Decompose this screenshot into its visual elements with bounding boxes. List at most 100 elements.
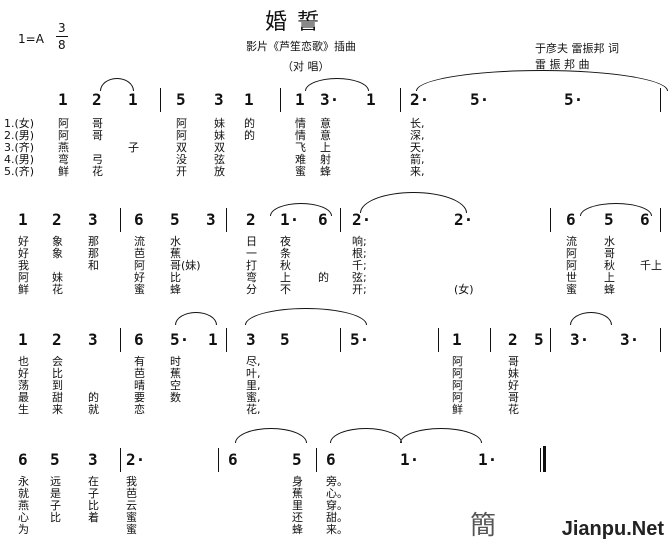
- lyric-syllable: 为: [18, 523, 29, 536]
- lyric-syllable: 阿: [452, 355, 463, 368]
- lyric-syllable: 身: [292, 475, 303, 488]
- lyric-syllable: 哥: [508, 355, 519, 368]
- lyric-syllable: 燕: [58, 141, 69, 154]
- note: 1: [128, 90, 138, 109]
- slur: [570, 312, 612, 325]
- lyric-syllable: 弦: [214, 153, 225, 166]
- lyric-syllable: 妹: [52, 271, 63, 284]
- lyric-syllable: 远: [50, 475, 61, 488]
- lyric-syllable: 弯: [246, 271, 257, 284]
- note: 6: [18, 450, 28, 469]
- lyric-syllable: 响;: [352, 235, 367, 248]
- lyric-syllable: 世: [566, 271, 577, 284]
- lyric-syllable: 条: [280, 247, 291, 260]
- lyric-syllable: 流: [134, 235, 145, 248]
- lyric-syllable: 里: [292, 499, 303, 512]
- lyric-syllable: 意: [320, 129, 331, 142]
- note: 2·: [454, 210, 474, 229]
- lyric-syllable: 象: [52, 247, 63, 260]
- lyric-syllable: 芭: [126, 487, 137, 500]
- slur: [235, 428, 307, 443]
- lyric-syllable: 天,: [410, 141, 425, 154]
- note: 1: [244, 90, 254, 109]
- verse-label-2: 2.(男): [4, 129, 35, 142]
- time-signature-bottom: 8: [58, 38, 66, 52]
- lyric-syllable: 一: [246, 247, 257, 260]
- lyric-syllable: 弦;: [352, 271, 367, 284]
- lyric-syllable: 比: [170, 271, 181, 284]
- note: 1: [452, 330, 462, 349]
- lyric-syllable: 是: [50, 487, 61, 500]
- lyric-syllable: 上: [280, 271, 291, 284]
- lyric-syllable: 阿: [58, 117, 69, 130]
- note: 5·: [470, 90, 490, 109]
- lyric-syllable: 来。: [326, 523, 348, 536]
- lyric-syllable: 哥(妹): [170, 259, 201, 272]
- lyric-syllable: 我: [18, 259, 29, 272]
- bar-line: [226, 208, 227, 232]
- note: 3: [88, 210, 98, 229]
- lyric-syllable: 弓: [92, 153, 103, 166]
- note: 6: [566, 210, 576, 229]
- lyric-syllable: 蜜: [126, 511, 137, 524]
- lyric-syllable: 子: [128, 141, 139, 154]
- note: 6: [318, 210, 328, 229]
- lyric-syllable: 蜂: [292, 523, 303, 536]
- lyric-syllable: 打: [246, 259, 257, 272]
- lyric-syllable: 叶,: [246, 367, 261, 380]
- note: 5: [170, 210, 180, 229]
- lyric-syllable: 阿: [452, 391, 463, 404]
- bar-line: [120, 448, 121, 472]
- lyric-syllable: 阿: [566, 259, 577, 272]
- lyric-syllable: 心。: [326, 487, 348, 500]
- slur: [416, 70, 668, 91]
- lyric-syllable: 情: [295, 117, 306, 130]
- lyric-syllable: 象: [52, 235, 63, 248]
- lyric-syllable: 日: [246, 235, 257, 248]
- lyric-syllable: 哥: [92, 117, 103, 130]
- verse-label-5: 5.(齐): [4, 165, 35, 178]
- bar-line: [340, 328, 341, 352]
- lyric-syllable: 甜: [52, 391, 63, 404]
- note: 1: [58, 90, 68, 109]
- watermark-logo: 簡: [470, 511, 497, 541]
- lyric-syllable: 花: [52, 283, 63, 296]
- bar-line: [340, 208, 341, 232]
- note: 1: [208, 330, 218, 349]
- lyric-syllable: 花: [508, 403, 519, 416]
- lyric-syllable: 旁。: [326, 475, 348, 488]
- time-signature-top: 3: [58, 21, 66, 35]
- note: 2: [92, 90, 102, 109]
- bar-line: [280, 88, 281, 112]
- note: 6: [640, 210, 650, 229]
- note: 2: [52, 330, 62, 349]
- lyric-syllable: 就: [18, 487, 29, 500]
- note: 3: [246, 330, 256, 349]
- lyric-syllable: 的: [244, 129, 255, 142]
- lyric-syllable: 在: [88, 475, 99, 488]
- bar-line: [316, 448, 317, 472]
- lyric-syllable: 妹: [214, 129, 225, 142]
- lyric-syllable: 荡: [18, 379, 29, 392]
- lyric-syllable: 芭: [134, 367, 145, 380]
- slur: [270, 203, 332, 216]
- note: 3: [206, 210, 216, 229]
- note: 1: [18, 330, 28, 349]
- lyric-syllable: 蜂: [320, 165, 331, 178]
- lyric-syllable: 蕉: [292, 487, 303, 500]
- lyric-syllable: 阿: [18, 271, 29, 284]
- lyric-syllable: 蕉: [170, 367, 181, 380]
- lyric-syllable: 有: [134, 355, 145, 368]
- lyric-syllable: 蜜: [295, 165, 306, 178]
- lyric-syllable: 流: [566, 235, 577, 248]
- bar-line: [400, 88, 401, 112]
- lyric-syllable: 心: [18, 511, 29, 524]
- bar-line: [660, 208, 661, 232]
- lyric-syllable: 就: [88, 403, 99, 416]
- slur: [100, 78, 134, 91]
- note: 2: [52, 210, 62, 229]
- verse-label-1: 1.(女): [4, 117, 35, 130]
- lyric-syllable: 穿。: [326, 499, 348, 512]
- lyric-syllable: 开;: [352, 283, 367, 296]
- lyric-syllable: 水: [170, 235, 181, 248]
